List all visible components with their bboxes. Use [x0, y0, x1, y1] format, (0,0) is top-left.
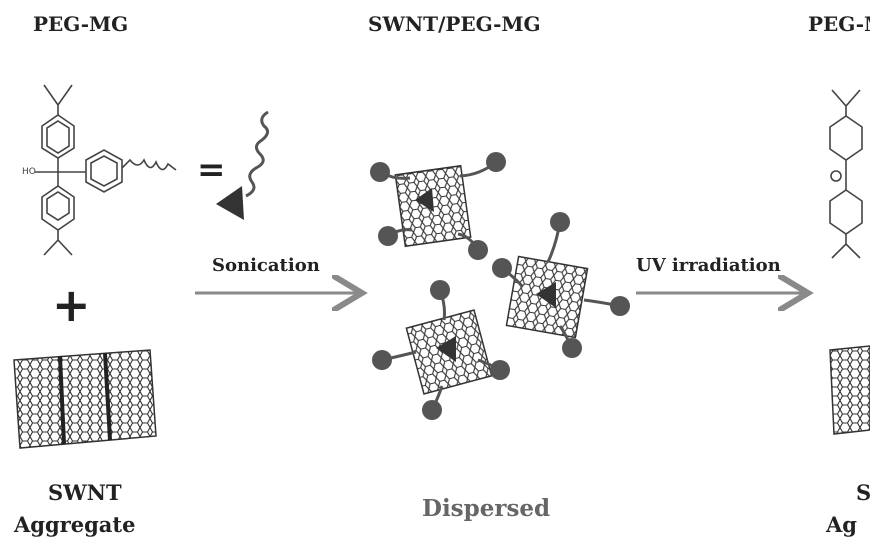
sonication-label: Sonication [212, 255, 320, 276]
plus-sign: + [52, 278, 91, 332]
swnt-aggregate [13, 349, 157, 449]
equals-sign: = [197, 150, 226, 190]
swnt-peg-mg-title: SWNT/PEG-MG [368, 12, 541, 36]
swnt-caption-right: S [856, 480, 870, 505]
peg-mg-symbol [216, 110, 269, 220]
swnt-caption: SWNT [48, 480, 122, 505]
uv-irradiation-label: UV irradiation [636, 255, 781, 276]
peg-mg-title: PEG-MG [33, 12, 129, 36]
swnt-aggregate-partial [829, 345, 870, 435]
ho-group-label: HO [22, 167, 36, 177]
peg-mg-cation-title: PEG-M [808, 12, 870, 36]
peg-mg-cation-molecule-partial [829, 89, 863, 259]
aggregate-caption-right: Ag [826, 512, 857, 537]
peg-mg-molecule [35, 84, 177, 256]
dispersed-caption: Dispersed [422, 495, 551, 522]
aggregate-caption: Aggregate [14, 512, 136, 537]
dispersed-complexes [370, 152, 630, 420]
